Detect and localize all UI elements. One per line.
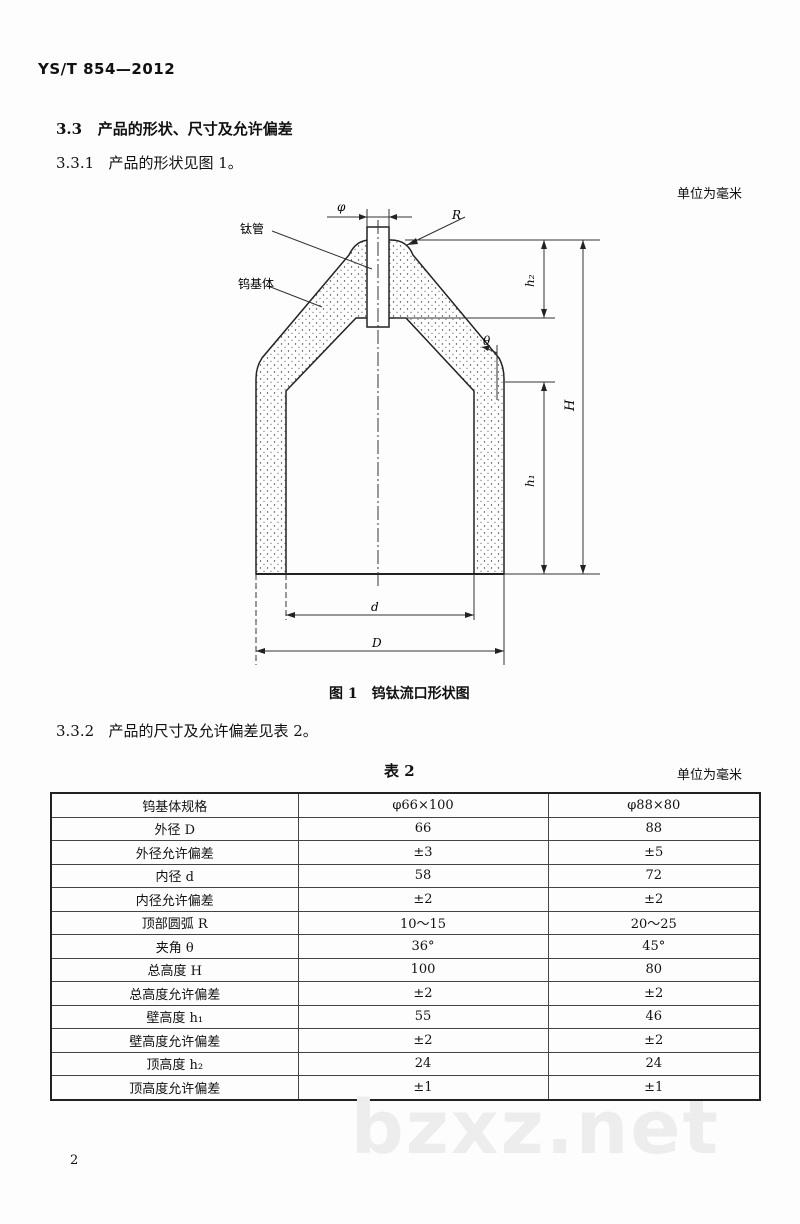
table-cell: 66 — [297, 816, 549, 841]
section-3-3-2: 3.3.2 产品的尺寸及允许偏差见表 2。 — [56, 720, 318, 741]
table-cell: ±2 — [297, 887, 549, 912]
table-row: 内径允许偏差±2±2 — [50, 887, 761, 912]
label-outer-diameter: D — [371, 636, 382, 650]
section-text: 产品的尺寸及允许偏差见表 2。 — [108, 722, 318, 740]
table-cell: 总高度 H — [50, 957, 299, 982]
table-cell: 72 — [547, 863, 761, 888]
table-cell: 内径允许偏差 — [50, 887, 299, 912]
figure-caption: 图 1 钨钛流口形状图 — [329, 686, 470, 702]
table-cell: 夹角 θ — [50, 934, 299, 959]
table-cell: 外径允许偏差 — [50, 840, 299, 865]
table-cell: 24 — [297, 1051, 549, 1076]
label-r: R — [451, 208, 461, 222]
table-cell: 36° — [297, 934, 549, 959]
table-cell: ±5 — [547, 840, 761, 865]
table-cell: 壁高度 h₁ — [50, 1004, 299, 1029]
table-unit-note: 单位为毫米 — [677, 768, 743, 783]
table-row: 顶高度允许偏差±1±1 — [50, 1075, 761, 1100]
table-cell: 45° — [547, 934, 761, 959]
label-theta: θ — [483, 334, 491, 348]
header-cell: φ88×80 — [547, 792, 761, 818]
table-cell: ±1 — [547, 1075, 761, 1100]
label-tungsten-base: 钨基体 — [238, 276, 274, 291]
section-3-3-1: 3.3.1 产品的形状见图 1。 — [56, 152, 243, 173]
label-h2: h₂ — [523, 274, 537, 287]
table-cell: 58 — [297, 863, 549, 888]
table-cell: ±2 — [547, 981, 761, 1006]
header-cell: φ66×100 — [297, 792, 549, 818]
table-cell: 顶部圆弧 R — [50, 910, 299, 935]
page-number: 2 — [70, 1153, 79, 1168]
table-cell: ±2 — [547, 1028, 761, 1053]
table-row: 外径允许偏差±3±5 — [50, 840, 761, 865]
section-number: 3.3.1 — [56, 154, 95, 172]
section-text: 产品的形状见图 1。 — [108, 154, 243, 172]
table-title: 表 2 — [384, 762, 415, 780]
label-total-height: H — [563, 399, 578, 412]
table-cell: 55 — [297, 1004, 549, 1029]
tungsten-base-body — [255, 239, 505, 575]
table-cell: 80 — [547, 957, 761, 982]
table-cell: 顶高度 h₂ — [50, 1051, 299, 1076]
unit-note: 单位为毫米 — [677, 187, 743, 202]
watermark: bzxz.net — [350, 1085, 720, 1171]
table-cell: ±3 — [297, 840, 549, 865]
table-row: 总高度允许偏差±2±2 — [50, 981, 761, 1006]
standard-number: YS/T 854—2012 — [38, 60, 176, 78]
table-cell: ±1 — [297, 1075, 549, 1100]
table-cell: 内径 d — [50, 863, 299, 888]
table-cell: 88 — [547, 816, 761, 841]
section-number: 3.3 — [56, 120, 83, 138]
table-cell: 100 — [297, 957, 549, 982]
nozzle-shape-drawing: 钛管 钨基体 φ R θ h₂ h₁ H d D — [238, 200, 600, 665]
table-cell: 10～15 — [297, 910, 549, 935]
table-cell: 20～25 — [547, 910, 761, 935]
table-header-row: 钨基体规格 φ66×100 φ88×80 — [50, 792, 761, 818]
section-3-3-heading: 3.3 产品的形状、尺寸及允许偏差 — [56, 118, 293, 139]
table-cell: 24 — [547, 1051, 761, 1076]
section-title: 产品的形状、尺寸及允许偏差 — [97, 120, 293, 138]
table-cell: ±2 — [297, 1028, 549, 1053]
label-inner-diameter: d — [371, 600, 379, 614]
table-cell: 壁高度允许偏差 — [50, 1028, 299, 1053]
table-cell: ±2 — [297, 981, 549, 1006]
table-cell: 顶高度允许偏差 — [50, 1075, 299, 1100]
header-cell: 钨基体规格 — [50, 792, 299, 818]
table-row: 壁高度允许偏差±2±2 — [50, 1028, 761, 1053]
section-number: 3.3.2 — [56, 722, 95, 740]
table-cell: 总高度允许偏差 — [50, 981, 299, 1006]
label-h1: h₁ — [523, 474, 537, 487]
table-cell: 外径 D — [50, 816, 299, 841]
table-cell: ±2 — [547, 887, 761, 912]
label-titanium-tube: 钛管 — [240, 221, 264, 236]
label-phi: φ — [337, 200, 346, 214]
table-cell: 46 — [547, 1004, 761, 1029]
